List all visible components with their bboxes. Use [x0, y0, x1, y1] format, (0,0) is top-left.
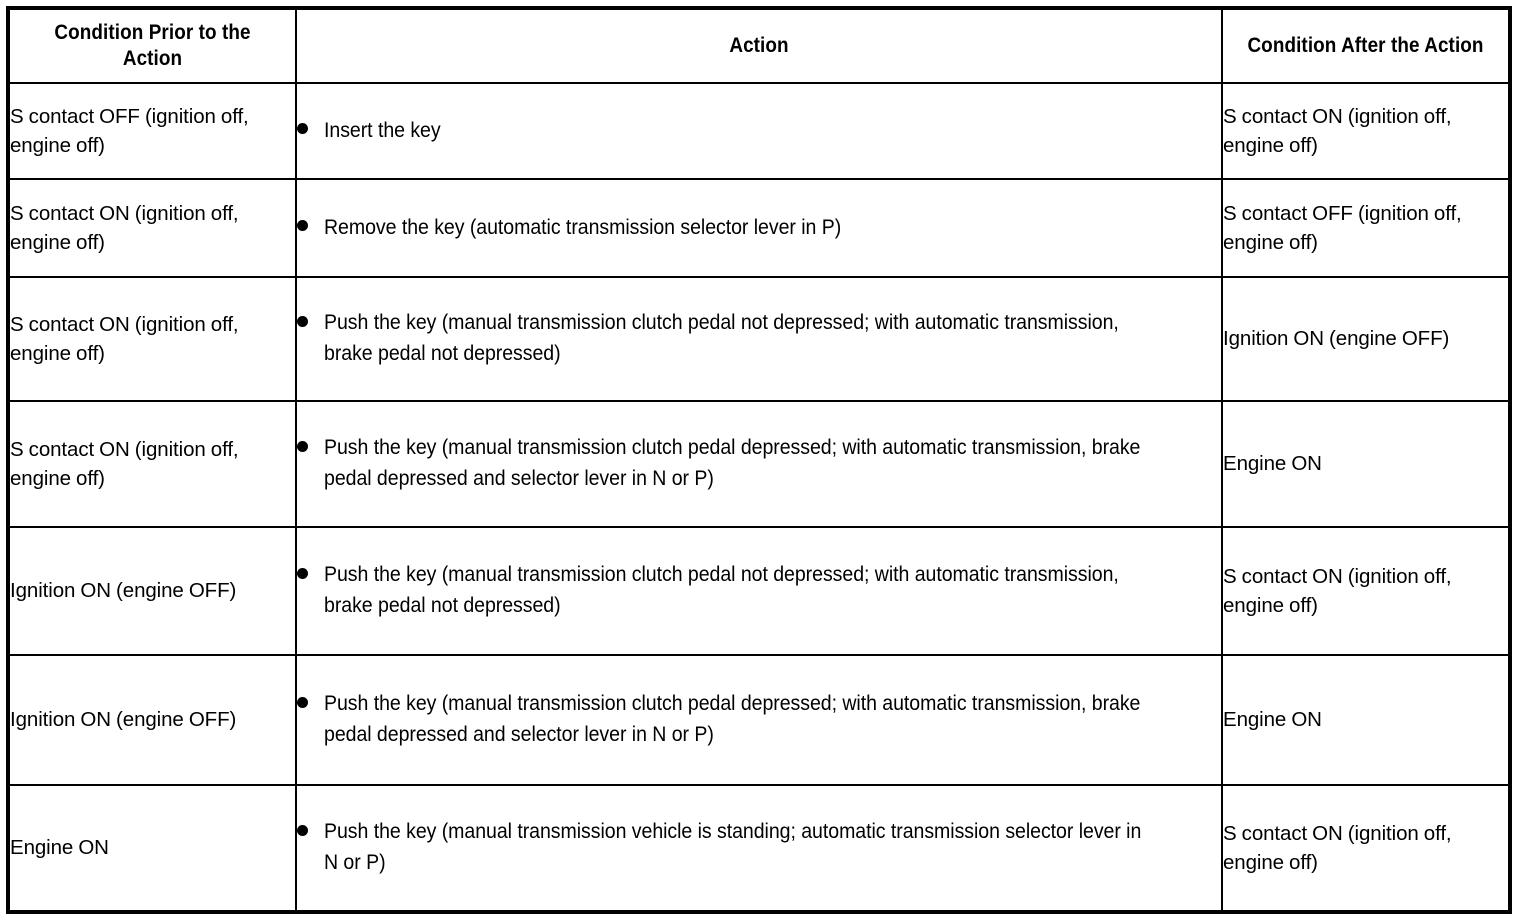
- cell-action: Push the key (manual transmission clutch…: [295, 654, 1223, 786]
- cell-condition-after: S contact ON (ignition off, engine off): [1221, 784, 1511, 913]
- action-text: Push the key (manual transmission clutch…: [324, 436, 1141, 490]
- cell-condition-prior: S contact OFF (ignition off, engine off): [7, 82, 297, 180]
- table-row: S contact ON (ignition off, engine off) …: [7, 178, 1511, 278]
- condition-after-text: Engine ON: [1223, 708, 1322, 732]
- condition-prior-text: Ignition ON (engine OFF): [10, 579, 237, 603]
- column-header-condition-after: Condition After the Action: [1221, 7, 1511, 84]
- column-header-action: Action: [295, 7, 1223, 84]
- cell-condition-after: Engine ON: [1221, 654, 1511, 786]
- cell-condition-prior: Engine ON: [7, 784, 297, 913]
- bullet-circle-icon: [297, 689, 324, 716]
- cell-action: Insert the key: [295, 82, 1223, 180]
- cell-condition-prior: S contact ON (ignition off, engine off): [7, 178, 297, 278]
- table-row: S contact ON (ignition off, engine off) …: [7, 400, 1511, 528]
- cell-action: Remove the key (automatic transmission s…: [295, 178, 1223, 278]
- action-text: Push the key (manual transmission clutch…: [324, 311, 1119, 365]
- condition-prior-text: S contact OFF (ignition off, engine off): [10, 104, 249, 157]
- table-row: Ignition ON (engine OFF) Push the key (m…: [7, 654, 1511, 786]
- cell-condition-after: Ignition ON (engine OFF): [1221, 276, 1511, 402]
- action-bullet-item: Push the key (manual transmission clutch…: [297, 560, 1221, 621]
- action-bullet-item: Push the key (manual transmission clutch…: [297, 308, 1221, 369]
- condition-prior-text: S contact ON (ignition off, engine off): [10, 312, 239, 365]
- cell-condition-after: S contact OFF (ignition off, engine off): [1221, 178, 1511, 278]
- action-bullet-item: Remove the key (automatic transmission s…: [297, 213, 1221, 244]
- condition-after-text: S contact ON (ignition off, engine off): [1223, 104, 1452, 157]
- condition-prior-text: Engine ON: [10, 836, 109, 860]
- cell-action: Push the key (manual transmission clutch…: [295, 400, 1223, 528]
- condition-after-text: S contact ON (ignition off, engine off): [1223, 821, 1452, 874]
- bullet-circle-icon: [297, 433, 324, 460]
- cell-action: Push the key (manual transmission vehicl…: [295, 784, 1223, 913]
- table-header: Condition Prior to the Action Action Con…: [7, 7, 1511, 84]
- cell-condition-after: S contact ON (ignition off, engine off): [1221, 82, 1511, 180]
- action-bullet-item: Push the key (manual transmission vehicl…: [297, 817, 1221, 878]
- action-bullet-item: Push the key (manual transmission clutch…: [297, 433, 1221, 494]
- condition-after-text: S contact OFF (ignition off, engine off): [1223, 201, 1462, 254]
- action-bullet-item: Insert the key: [297, 116, 1221, 147]
- table-body: S contact OFF (ignition off, engine off)…: [7, 82, 1511, 913]
- condition-action-table: Condition Prior to the Action Action Con…: [6, 6, 1512, 914]
- header-row: Condition Prior to the Action Action Con…: [7, 7, 1511, 84]
- table-row: Ignition ON (engine OFF) Push the key (m…: [7, 526, 1511, 656]
- cell-condition-prior: S contact ON (ignition off, engine off): [7, 276, 297, 402]
- action-text: Push the key (manual transmission clutch…: [324, 692, 1141, 746]
- bullet-circle-icon: [297, 817, 324, 844]
- condition-prior-text: Ignition ON (engine OFF): [10, 708, 237, 732]
- cell-action: Push the key (manual transmission clutch…: [295, 526, 1223, 656]
- condition-after-text: Engine ON: [1223, 452, 1322, 476]
- column-header-condition-after-label: Condition After the Action: [1247, 34, 1484, 58]
- column-header-condition-prior: Condition Prior to the Action: [7, 7, 297, 84]
- action-text: Push the key (manual transmission clutch…: [324, 563, 1119, 617]
- condition-after-text: S contact ON (ignition off, engine off): [1223, 564, 1452, 617]
- cell-condition-prior: Ignition ON (engine OFF): [7, 526, 297, 656]
- table-row: S contact ON (ignition off, engine off) …: [7, 276, 1511, 402]
- condition-prior-text: S contact ON (ignition off, engine off): [10, 201, 239, 254]
- bullet-circle-icon: [297, 213, 324, 240]
- cell-condition-prior: S contact ON (ignition off, engine off): [7, 400, 297, 528]
- condition-prior-text: S contact ON (ignition off, engine off): [10, 437, 239, 490]
- bullet-circle-icon: [297, 308, 324, 335]
- bullet-circle-icon: [297, 560, 324, 587]
- bullet-circle-icon: [297, 116, 324, 143]
- action-text: Push the key (manual transmission vehicl…: [324, 820, 1142, 874]
- action-bullet-item: Push the key (manual transmission clutch…: [297, 689, 1221, 750]
- cell-action: Push the key (manual transmission clutch…: [295, 276, 1223, 402]
- action-text: Remove the key (automatic transmission s…: [324, 215, 842, 239]
- table-row: Engine ON Push the key (manual transmiss…: [7, 784, 1511, 913]
- action-text: Insert the key: [324, 118, 441, 142]
- cell-condition-after: Engine ON: [1221, 400, 1511, 528]
- cell-condition-prior: Ignition ON (engine OFF): [7, 654, 297, 786]
- condition-after-text: Ignition ON (engine OFF): [1223, 327, 1450, 351]
- cell-condition-after: S contact ON (ignition off, engine off): [1221, 526, 1511, 656]
- column-header-condition-prior-label: Condition Prior to the Action: [54, 21, 251, 70]
- column-header-action-label: Action: [729, 34, 789, 58]
- table-row: S contact OFF (ignition off, engine off)…: [7, 82, 1511, 180]
